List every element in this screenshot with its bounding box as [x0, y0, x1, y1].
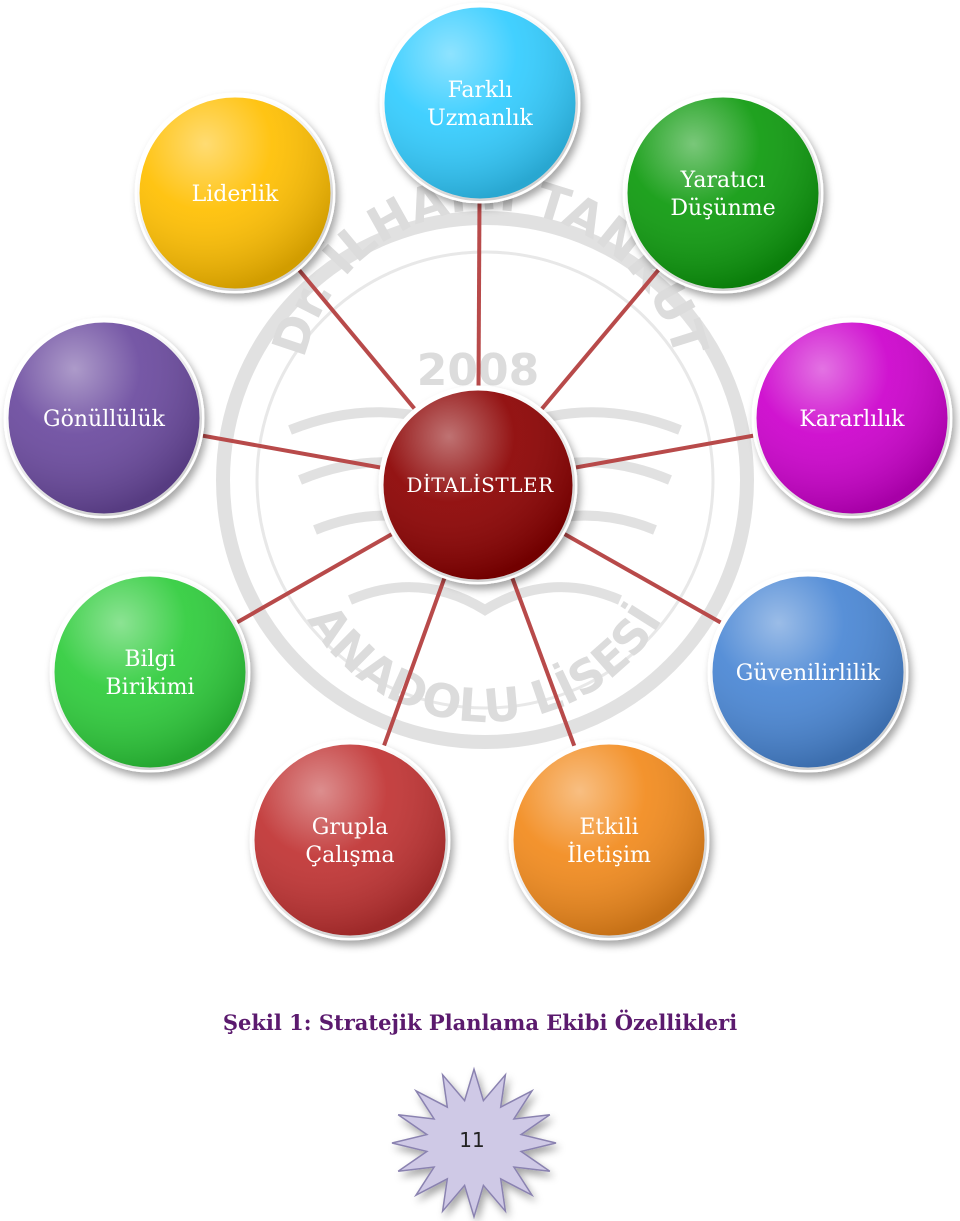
center-node: DİTALİSTLER	[378, 385, 578, 585]
node-label-line: Kararlılık	[799, 407, 905, 432]
node-gloss-kararlilik	[754, 320, 950, 516]
node-gloss-guvenilirlilik	[710, 574, 906, 770]
page-number: 11	[459, 1128, 484, 1152]
node-gloss-grupla-calisma	[252, 742, 448, 938]
node-label-gonulluluk: Gönüllülük	[43, 407, 166, 432]
node-gloss-farkli-uzmanlik	[382, 5, 578, 201]
page-number-badge: 11	[391, 1066, 557, 1220]
node-label-line: Farklı	[448, 78, 513, 103]
node-label-line: Uzmanlık	[427, 106, 533, 131]
node-label-line: Etkili	[579, 815, 638, 840]
node-label-liderlik: Liderlik	[192, 182, 279, 207]
node-label-line: Grupla	[312, 815, 389, 840]
node-gloss-yaratici-dusunme	[625, 95, 821, 291]
node-guvenilirlilik: Güvenilirlilik	[707, 571, 909, 773]
node-label-line: Yaratıcı	[680, 168, 766, 193]
center-label: DİTALİSTLER	[406, 473, 554, 497]
node-label-line: Güvenilirlilik	[736, 661, 881, 686]
node-gloss-gonulluluk	[6, 320, 202, 516]
node-label-guvenilirlilik: Güvenilirlilik	[736, 661, 881, 686]
node-gonulluluk: Gönüllülük	[3, 317, 205, 519]
node-label-line: Liderlik	[192, 182, 279, 207]
node-kararlilik: Kararlılık	[751, 317, 953, 519]
node-label-kararlilik: Kararlılık	[799, 407, 905, 432]
node-label-line: Bilgi	[124, 647, 175, 672]
node-gloss-bilgi-birikimi	[52, 574, 248, 770]
node-label-line: Birikimi	[105, 675, 194, 700]
node-label-line: Çalışma	[305, 843, 394, 868]
star-badge-shape	[391, 1066, 557, 1220]
node-gloss-etkili-iletisim	[511, 742, 707, 938]
node-label-line: Gönüllülük	[43, 407, 166, 432]
node-label-line: İletişim	[567, 841, 651, 868]
figure-caption: Şekil 1: Stratejik Planlama Ekibi Özelli…	[222, 1010, 738, 1035]
node-gloss-liderlik	[137, 95, 333, 291]
node-liderlik: Liderlik	[134, 92, 336, 294]
node-label-line: Düşünme	[670, 196, 775, 221]
